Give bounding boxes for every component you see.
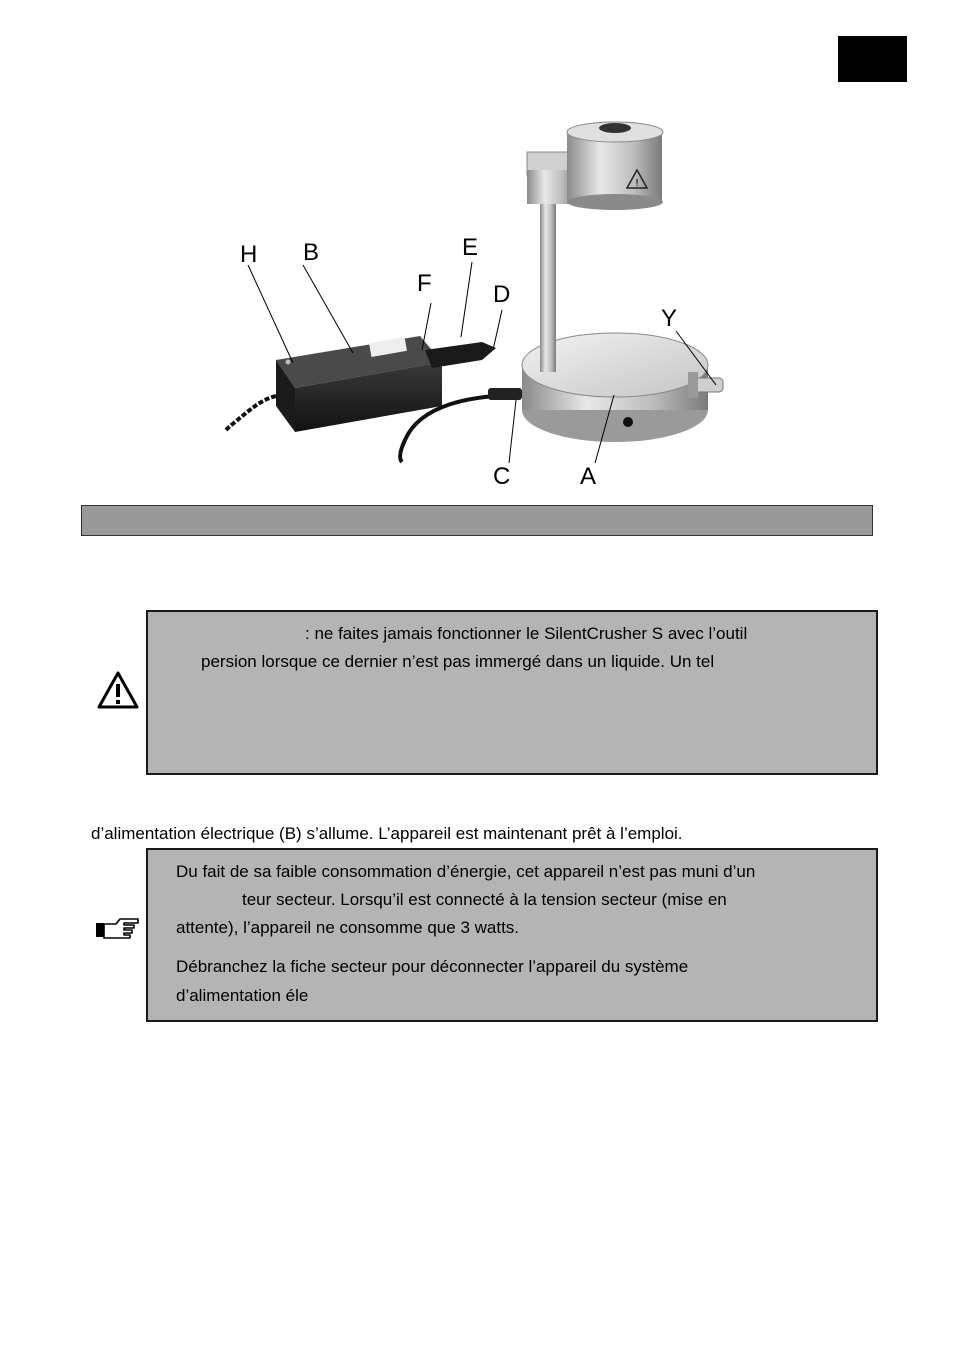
svg-text:!: ! xyxy=(635,178,639,189)
callout-h: H xyxy=(240,241,258,268)
note-box: Du fait de sa faible consommation d’éner… xyxy=(146,848,878,1022)
product-figure: ! H B E F D Y C A xyxy=(220,110,760,500)
callout-c: C xyxy=(493,463,511,490)
callout-f: F xyxy=(417,270,432,297)
section-heading-bar xyxy=(81,505,873,536)
note-line-2: teur secteur. Lorsqu’il est connecté à l… xyxy=(242,890,727,909)
warning-triangle-icon xyxy=(96,670,140,710)
warning-box: : ne faites jamais fonctionner le Silent… xyxy=(146,610,878,775)
callout-d: D xyxy=(493,281,511,308)
callout-e: E xyxy=(462,234,479,261)
warning-line-1: : ne faites jamais fonctionner le Silent… xyxy=(305,624,748,643)
callout-b: B xyxy=(303,239,320,266)
pointing-hand-icon xyxy=(94,915,142,941)
note-line-5: d’alimentation éle xyxy=(176,986,309,1005)
note-line-4: Débranchez la fiche secteur pour déconne… xyxy=(176,957,689,976)
warning-line-2: persion lorsque ce dernier n’est pas imm… xyxy=(201,652,715,671)
device-illustration: ! xyxy=(224,121,724,464)
callout-a: A xyxy=(580,463,597,490)
note-line-3: attente), l’appareil ne consomme que 3 w… xyxy=(176,918,520,937)
body-paragraph: d’alimentation électrique (B) s’allume. … xyxy=(91,824,683,843)
callout-y: Y xyxy=(661,305,678,332)
page-corner-tab xyxy=(838,36,907,82)
note-line-1: Du fait de sa faible consommation d’éner… xyxy=(176,862,756,881)
